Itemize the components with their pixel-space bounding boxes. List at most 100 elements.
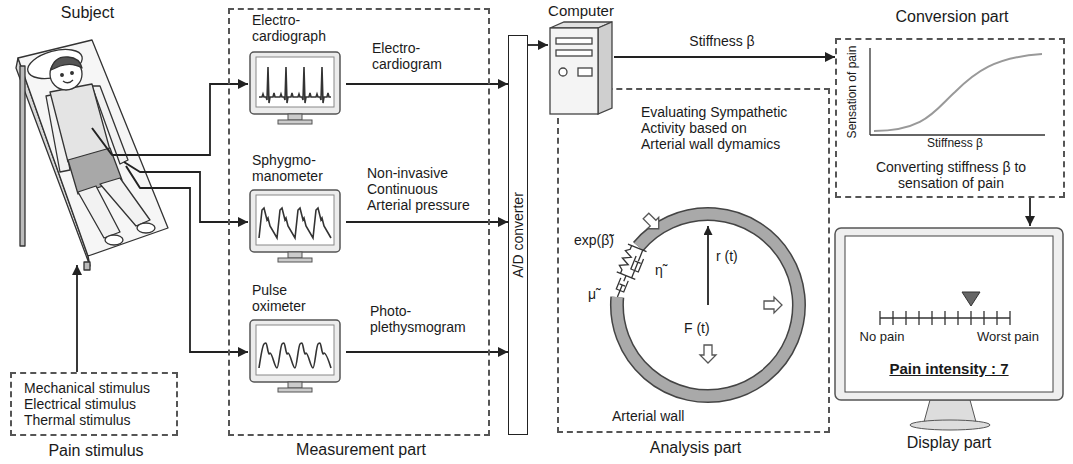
monitor [250, 190, 340, 262]
spring-dashpot-model [608, 244, 646, 301]
monitor [250, 320, 340, 392]
part-heading: Conversion part [837, 8, 1067, 26]
stimulus-list: Mechanical stimulus Electrical stimulus … [24, 380, 174, 428]
hair [51, 57, 82, 70]
lead-wire [124, 162, 170, 172]
scale-tick [970, 311, 971, 325]
conversion-group: Conversion partConverting stiffness β to… [835, 38, 1065, 198]
signal-arrow [170, 84, 248, 155]
block-arrow [640, 210, 664, 234]
subject-figure: Subject [5, 2, 170, 265]
scale-ticks [880, 311, 1010, 325]
scale-tick [918, 311, 919, 325]
foot [105, 235, 123, 245]
signal-arrow [170, 188, 248, 352]
analysis-description: Evaluating Sympathetic Activity based on… [641, 104, 791, 152]
device-monitor: Sphygmo- manometer [248, 152, 346, 260]
scale-end: No pain [847, 330, 917, 345]
eye [61, 74, 64, 77]
lead-wire [126, 166, 170, 188]
axis-label: Sensation of pain [846, 46, 860, 139]
scale-end: Worst pain [965, 330, 1051, 345]
part-label: Arterial wall [612, 408, 722, 424]
pain-intensity: Pain intensity : 7 [833, 360, 1065, 377]
part-heading: Measurement part [230, 441, 492, 459]
device-monitor: Electro- cardiograph [248, 12, 346, 130]
device-name: Pulse oximeter [252, 282, 342, 314]
analysis-group: Evaluating Sympathetic Activity based on… [557, 88, 830, 433]
part-heading: Display part [833, 434, 1065, 452]
monitor-stand [924, 400, 976, 422]
signal-arrow [614, 56, 835, 58]
scale-tick [1009, 311, 1010, 325]
stimulus-box: Mechanical stimulus Electrical stimulus … [10, 372, 178, 436]
scale-tick [983, 311, 984, 325]
radius-arrow [707, 226, 709, 305]
signal-label: Electro- cardiogram [372, 40, 456, 72]
axis [869, 48, 870, 135]
subject-illustration [16, 40, 170, 270]
conversion-description: Converting stiffness β to sensation of p… [875, 159, 1027, 191]
scale-tick [944, 311, 945, 325]
computer-name: Computer [536, 2, 626, 19]
axis [870, 134, 1045, 135]
signal-label: Stiffness β [672, 33, 772, 49]
signal-label: Non-invasive Continuous Arterial pressur… [367, 165, 477, 213]
eye [71, 72, 74, 75]
block-arrow [700, 345, 716, 363]
lead-wire [92, 128, 170, 155]
converter-name: A/D converter [510, 192, 526, 278]
signal-arrow [346, 351, 508, 353]
scale-tick [996, 311, 997, 325]
scale-marker [962, 292, 980, 306]
part-heading: Analysis part [559, 439, 832, 457]
ecg-waveform [259, 67, 331, 103]
foot [137, 223, 155, 233]
sigmoid-curve [874, 54, 1042, 131]
device-name: Electro- cardiograph [252, 12, 342, 44]
bed-leg [20, 66, 25, 246]
pressure-waveform [259, 208, 331, 238]
monitor [250, 52, 340, 124]
scale-tick [931, 311, 932, 325]
conversion-chart [870, 48, 1045, 135]
display-monitor [835, 228, 1063, 430]
axis-label: Stiffness β [905, 137, 1005, 151]
measurement-group: Measurement partElectro- cardiographSphy… [228, 8, 490, 436]
bed-top [18, 40, 168, 256]
converter-box: A/D converter [508, 35, 528, 435]
signal-arrow [346, 221, 508, 223]
figure-heading: Subject [5, 4, 170, 22]
parameter-label: exp(β̃) [560, 232, 614, 248]
device-name: Sphygmo- manometer [252, 152, 342, 184]
arterial-wall-illustration [608, 210, 799, 396]
signal-arrow [346, 83, 508, 85]
block-arrow [764, 297, 782, 313]
scale-tick [892, 311, 893, 325]
parameter-label: μ̃ [588, 286, 608, 302]
scale-tick [905, 311, 906, 325]
signal-arrow [528, 44, 548, 46]
variable-label: F (t) [684, 320, 728, 336]
mouth [63, 80, 73, 83]
arterial-wall [617, 214, 799, 396]
scale-tick [957, 311, 958, 325]
part-heading: Pain stimulus [12, 442, 180, 460]
signal-arrow [76, 265, 78, 372]
monitor-base [910, 420, 990, 430]
bed-leg [84, 262, 90, 270]
signal-label: Photo- plethysmogram [370, 303, 474, 335]
leg [100, 178, 150, 226]
scale-tick [879, 311, 880, 325]
device-monitor: Pulse oximeter [248, 282, 346, 390]
computer-illustration [550, 22, 612, 114]
variable-label: r (t) [716, 248, 760, 264]
signal-arrow [1029, 198, 1031, 226]
arterial-wall-outline [617, 214, 799, 396]
ppg-waveform [259, 343, 331, 368]
display-box: No pain Worst painPain intensity : 7 Displ… [833, 226, 1065, 462]
signal-arrow [170, 172, 248, 222]
